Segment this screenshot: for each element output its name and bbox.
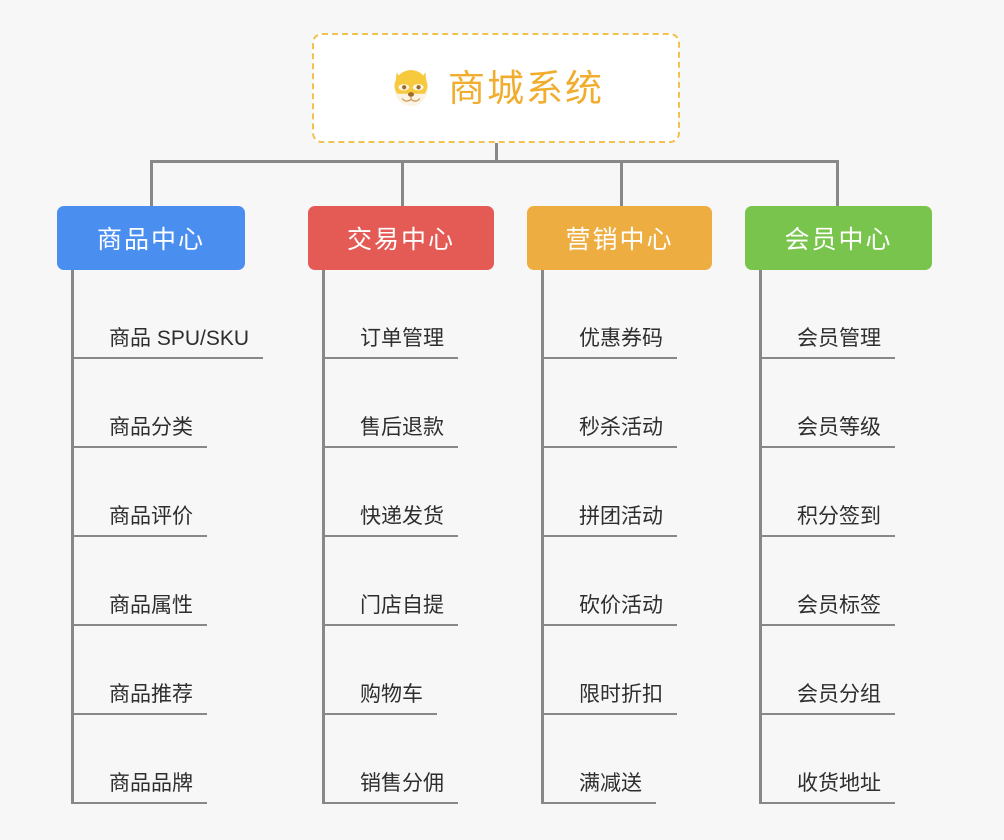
branch-drop-connector-4 [836,160,839,206]
leaf-item[interactable]: 售后退款 [325,359,458,449]
leaf-label: 快递发货 [325,505,458,538]
leaf-label: 商品 SPU/SKU [73,327,264,360]
leaf-list-4: 会员管理 会员等级 积分签到 会员标签 会员分组 收货地址 [759,270,895,805]
leaf-list-1: 商品 SPU/SKU 商品分类 商品评价 商品属性 商品推荐 商品品牌 [71,270,264,805]
leaf-list-2: 订单管理 售后退款 快递发货 门店自提 购物车 销售分佣 [322,270,458,805]
leaf-item[interactable]: 订单管理 [325,270,458,360]
leaf-item[interactable]: 会员等级 [762,359,895,449]
leaf-label: 优惠券码 [544,327,677,360]
leaf-label: 商品属性 [74,594,207,627]
category-label-3: 营销中心 [565,226,674,254]
leaf-label: 拼团活动 [544,505,677,538]
leaf-item[interactable]: 会员分组 [762,626,895,716]
shiba-dog-face-icon [388,65,434,111]
branch-会员中心: 会员中心 会员管理 会员等级 积分签到 会员标签 会员分组 收货地址 [745,206,932,805]
root-node[interactable]: 商城系统 [312,33,680,143]
branch-drop-connector-3 [620,160,623,206]
leaf-label: 会员等级 [762,416,895,449]
leaf-item[interactable]: 满减送 [544,715,677,805]
leaf-item[interactable]: 限时折扣 [544,626,677,716]
leaf-item[interactable]: 秒杀活动 [544,359,677,449]
leaf-item[interactable]: 会员管理 [762,270,895,360]
leaf-item[interactable]: 商品属性 [74,537,263,627]
leaf-item[interactable]: 拼团活动 [544,448,677,538]
branch-交易中心: 交易中心 订单管理 售后退款 快递发货 门店自提 购物车 销售分佣 [308,206,494,805]
leaf-item[interactable]: 商品推荐 [74,626,263,716]
leaf-item[interactable]: 快递发货 [325,448,458,538]
branch-营销中心: 营销中心 优惠券码 秒杀活动 拼团活动 砍价活动 限时折扣 满减送 [527,206,712,805]
leaf-label: 销售分佣 [325,772,458,805]
leaf-item[interactable]: 会员标签 [762,537,895,627]
leaf-item[interactable]: 积分签到 [762,448,895,538]
leaf-label: 会员分组 [762,683,895,716]
leaf-label: 收货地址 [762,772,895,805]
root-title: 商城系统 [448,67,604,109]
leaf-item[interactable]: 优惠券码 [544,270,677,360]
category-box-1[interactable]: 商品中心 [57,206,245,270]
leaf-label: 会员管理 [762,327,895,360]
leaf-item[interactable]: 商品评价 [74,448,263,538]
leaf-label: 积分签到 [762,505,895,538]
branch-drop-connector-1 [150,160,153,206]
category-box-2[interactable]: 交易中心 [308,206,494,270]
leaf-label: 满减送 [544,772,656,805]
leaf-label: 购物车 [325,683,437,716]
leaf-label: 商品品牌 [74,772,207,805]
leaf-item[interactable]: 门店自提 [325,537,458,627]
leaf-label: 商品分类 [74,416,207,449]
leaf-item[interactable]: 商品品牌 [74,715,263,805]
category-label-2: 交易中心 [346,226,455,254]
leaf-label: 售后退款 [325,416,458,449]
branch-drop-connector-2 [401,160,404,206]
branch-商品中心: 商品中心 商品 SPU/SKU 商品分类 商品评价 商品属性 商品推荐 商品品牌 [57,206,264,805]
category-label-4: 会员中心 [784,226,893,254]
leaf-item[interactable]: 商品 SPU/SKU [73,270,264,360]
leaf-item[interactable]: 商品分类 [74,359,263,449]
leaf-label: 秒杀活动 [544,416,677,449]
leaf-item[interactable]: 砍价活动 [544,537,677,627]
category-box-3[interactable]: 营销中心 [527,206,712,270]
leaf-label: 商品评价 [74,505,207,538]
category-label-1: 商品中心 [96,226,205,254]
leaf-item[interactable]: 购物车 [325,626,458,716]
leaf-label: 门店自提 [325,594,458,627]
leaf-item[interactable]: 销售分佣 [325,715,458,805]
leaf-label: 砍价活动 [544,594,677,627]
leaf-item[interactable]: 收货地址 [762,715,895,805]
leaf-label: 商品推荐 [74,683,207,716]
leaf-label: 限时折扣 [544,683,677,716]
root-stem-connector [495,143,498,162]
leaf-list-3: 优惠券码 秒杀活动 拼团活动 砍价活动 限时折扣 满减送 [541,270,677,805]
horizontal-bus-connector [150,160,839,163]
category-box-4[interactable]: 会员中心 [745,206,932,270]
leaf-label: 会员标签 [762,594,895,627]
leaf-label: 订单管理 [325,327,458,360]
